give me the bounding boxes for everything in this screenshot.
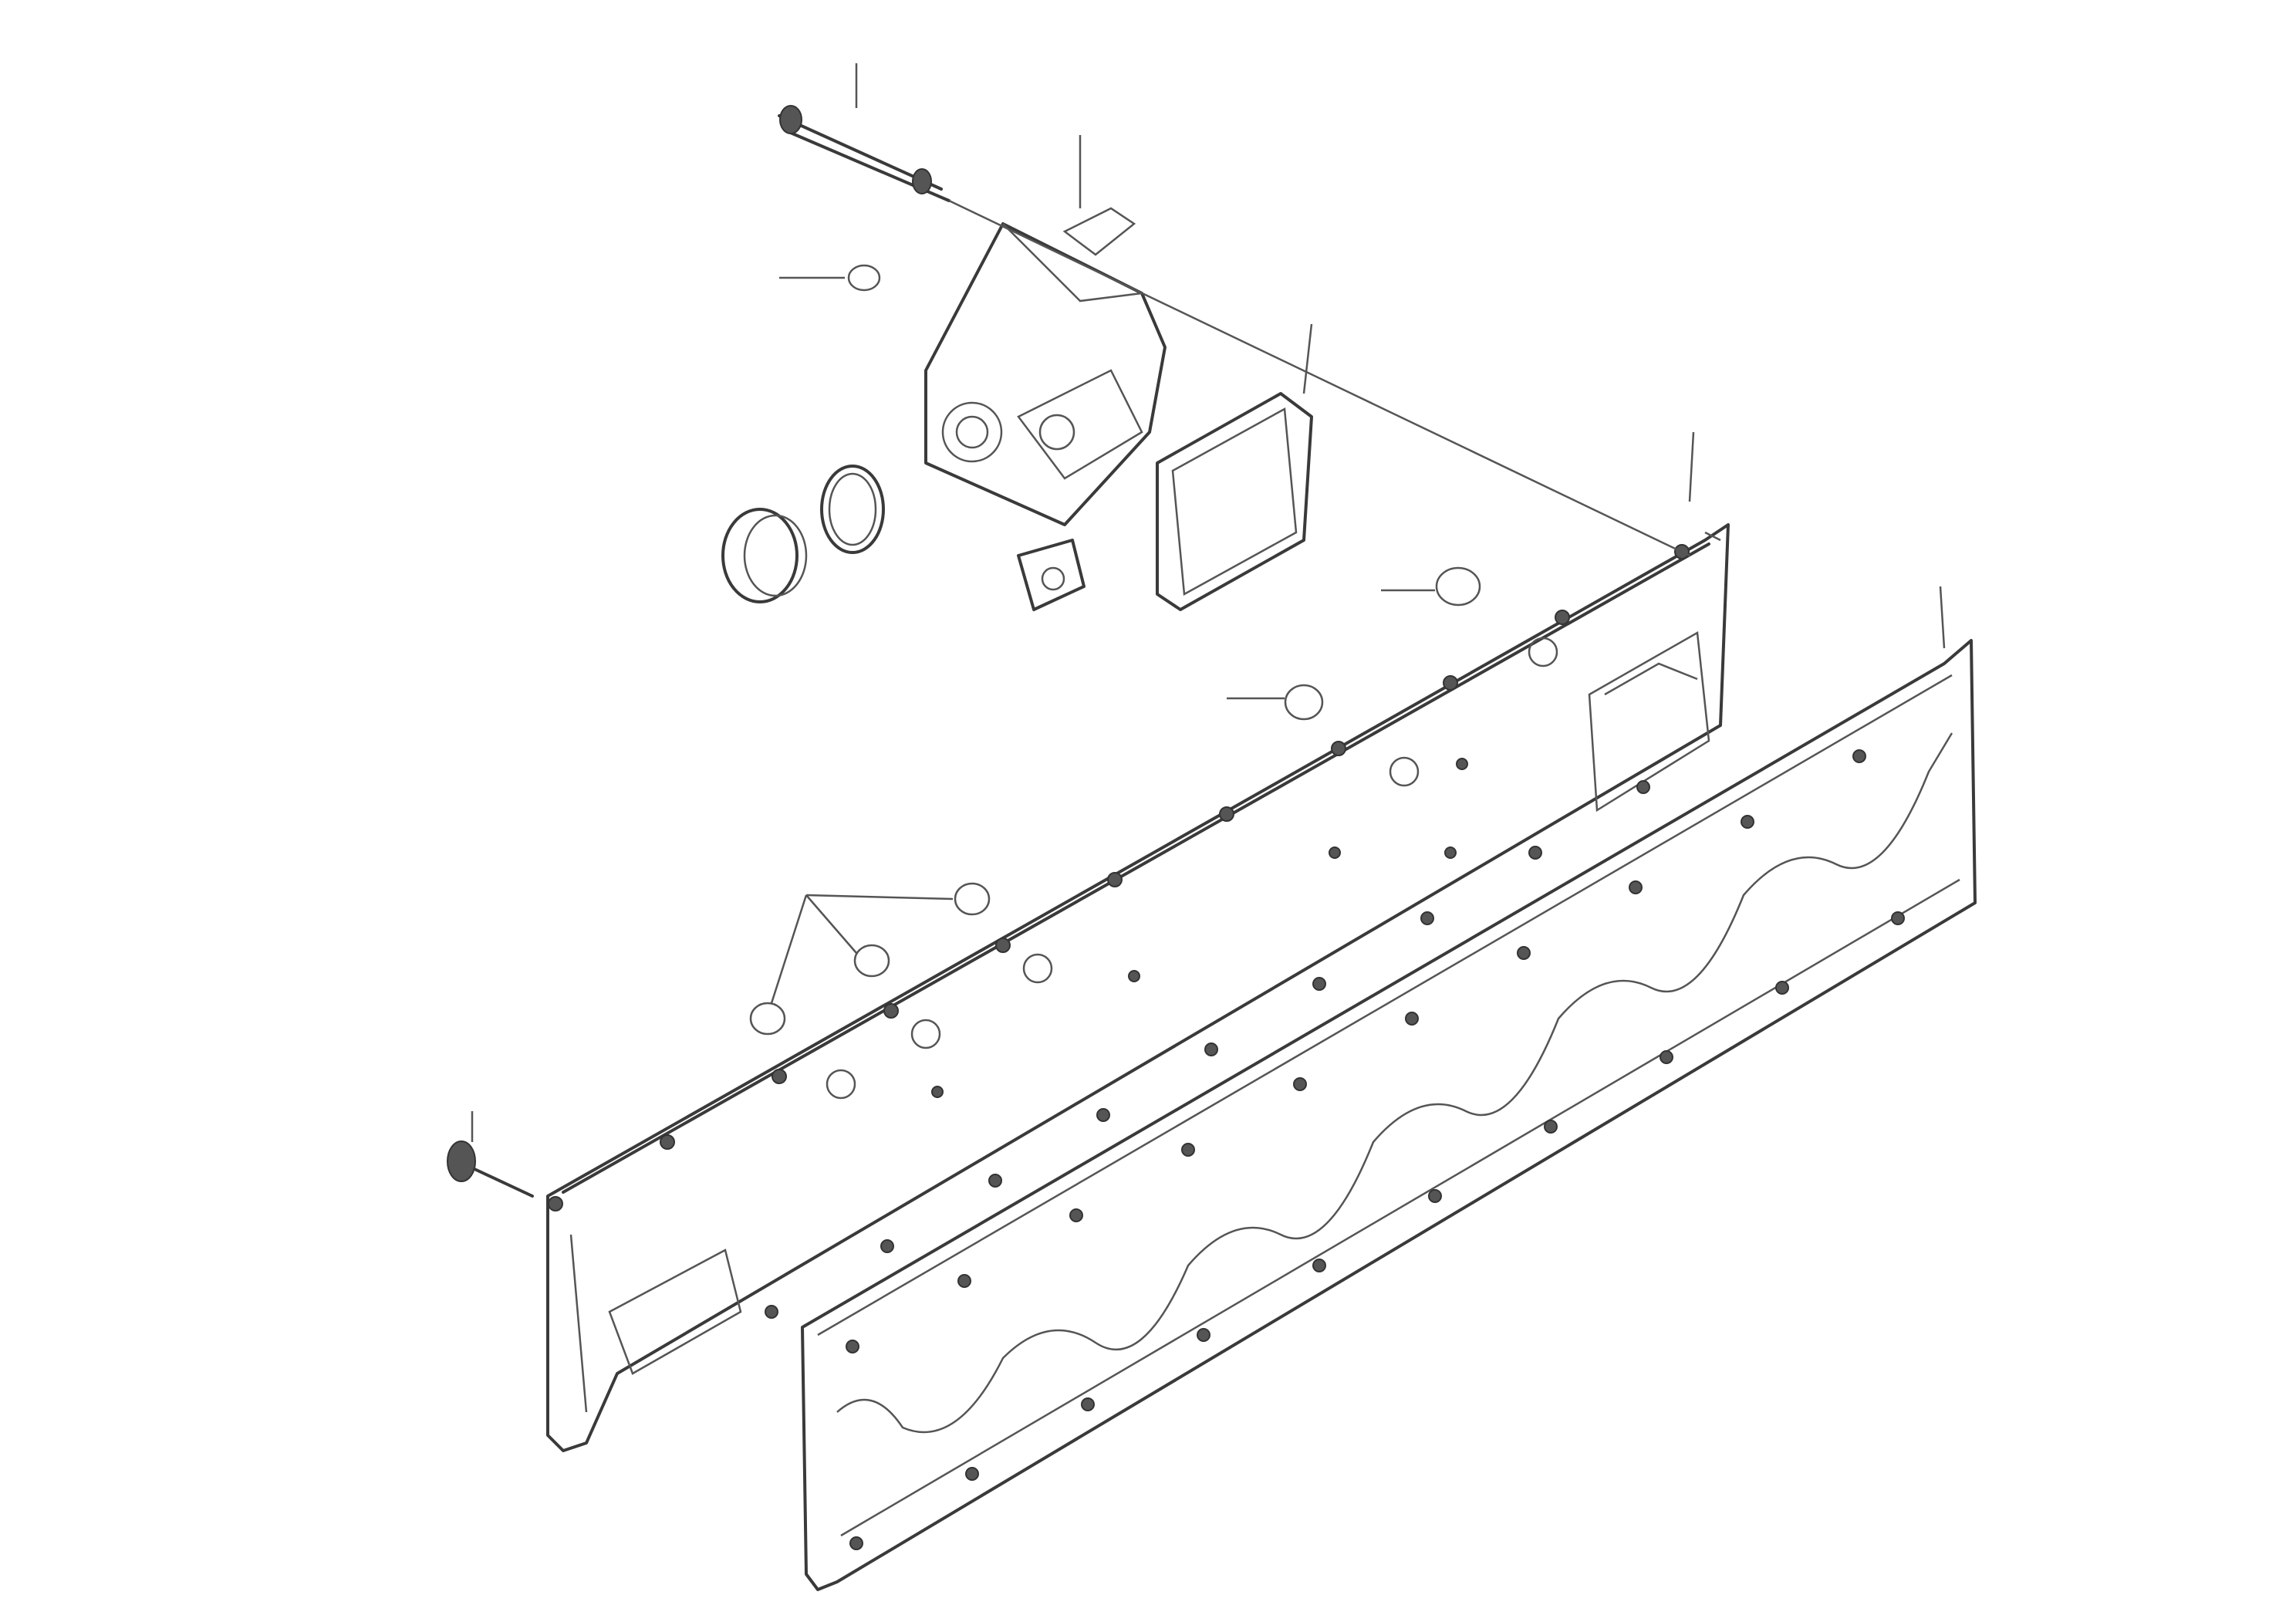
drain-plug[interactable] <box>447 1111 534 1198</box>
washer[interactable] <box>779 264 881 292</box>
cover-gasket[interactable] <box>801 639 1977 1591</box>
housing-gasket[interactable] <box>1156 392 1313 611</box>
cap[interactable] <box>721 508 808 603</box>
plate-fitting-upper[interactable] <box>1381 566 1481 607</box>
housing[interactable] <box>924 207 1167 526</box>
o-ring[interactable] <box>820 465 885 554</box>
dashed-assembly-lines <box>855 63 1946 649</box>
stud-bolt[interactable] <box>778 105 950 202</box>
plate-plugs <box>826 637 1558 1100</box>
plate-bolt-row <box>548 544 1690 1319</box>
valve-cover-plate[interactable] <box>546 523 1730 1452</box>
plate-fitting-mid[interactable] <box>1227 684 1324 721</box>
plate-fitting-lower[interactable] <box>749 882 991 1036</box>
sensor-block[interactable] <box>1017 539 1086 611</box>
gasket-bolt-row <box>846 749 1905 1550</box>
